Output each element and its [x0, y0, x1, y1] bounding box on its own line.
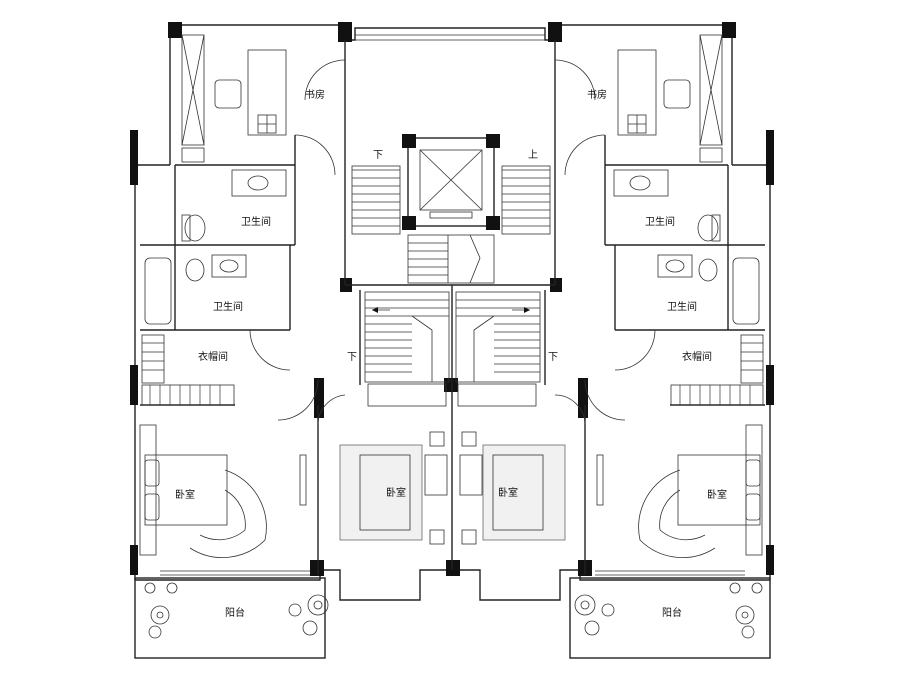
bedroom-center-left-bed: [339, 431, 448, 545]
label-balcony-left: 阳台: [225, 606, 245, 619]
landing-stair: [407, 234, 495, 284]
pillars: [130, 22, 774, 576]
label-closet-right: 衣帽间: [682, 350, 712, 363]
label-bathroom-lower-left: 卫生间: [213, 300, 243, 313]
label-bedroom-center-left: 卧室: [386, 486, 406, 499]
bedroom-center-right-bed: [459, 431, 566, 545]
label-bathroom-upper-left: 卫生间: [241, 215, 271, 228]
label-stair-down-top: 下: [373, 150, 383, 161]
stair-bottom-rails: [367, 383, 537, 407]
bedroom-left-furniture: [139, 424, 310, 576]
door-swings: [249, 59, 656, 426]
lower-stair-right: [455, 291, 541, 383]
label-study-left: 书房: [305, 88, 325, 101]
label-stair-down-left: 下: [347, 352, 357, 363]
bedroom-side-windows: [299, 454, 604, 506]
label-stair-up-top: 上: [528, 149, 538, 161]
study-right-furniture: [617, 34, 723, 163]
label-study-right: 书房: [587, 88, 607, 101]
label-bedroom-center-right: 卧室: [498, 486, 518, 499]
elevator: [402, 134, 500, 230]
label-balcony-right: 阳台: [662, 606, 682, 619]
balcony-right-plants: [574, 582, 763, 639]
upper-stair-left: [351, 165, 401, 235]
room-labels: 书房 书房 卫生间 卫生间 卫生间 卫生间 衣帽间 衣帽间 卧室 卧室 卧室 卧…: [175, 88, 727, 619]
closet-right: [670, 334, 764, 406]
closet-left: [141, 334, 235, 406]
staircases: [351, 165, 551, 407]
upper-stair-right: [501, 165, 551, 235]
lower-stair-left: [364, 291, 450, 383]
bedroom-right-furniture: [595, 424, 763, 576]
bathroom-left-fixtures: [144, 169, 287, 325]
label-bathroom-upper-right: 卫生间: [645, 215, 675, 228]
label-stair-down-right: 下: [548, 352, 558, 363]
label-bathroom-lower-right: 卫生间: [667, 300, 697, 313]
label-closet-left: 衣帽间: [198, 350, 228, 363]
label-bedroom-left: 卧室: [175, 488, 195, 501]
label-bedroom-right: 卧室: [707, 488, 727, 501]
stair-arrows: [372, 307, 530, 313]
balcony-left-plants: [144, 582, 329, 639]
study-left-furniture: [181, 34, 287, 163]
bathroom-right-fixtures: [613, 169, 760, 325]
